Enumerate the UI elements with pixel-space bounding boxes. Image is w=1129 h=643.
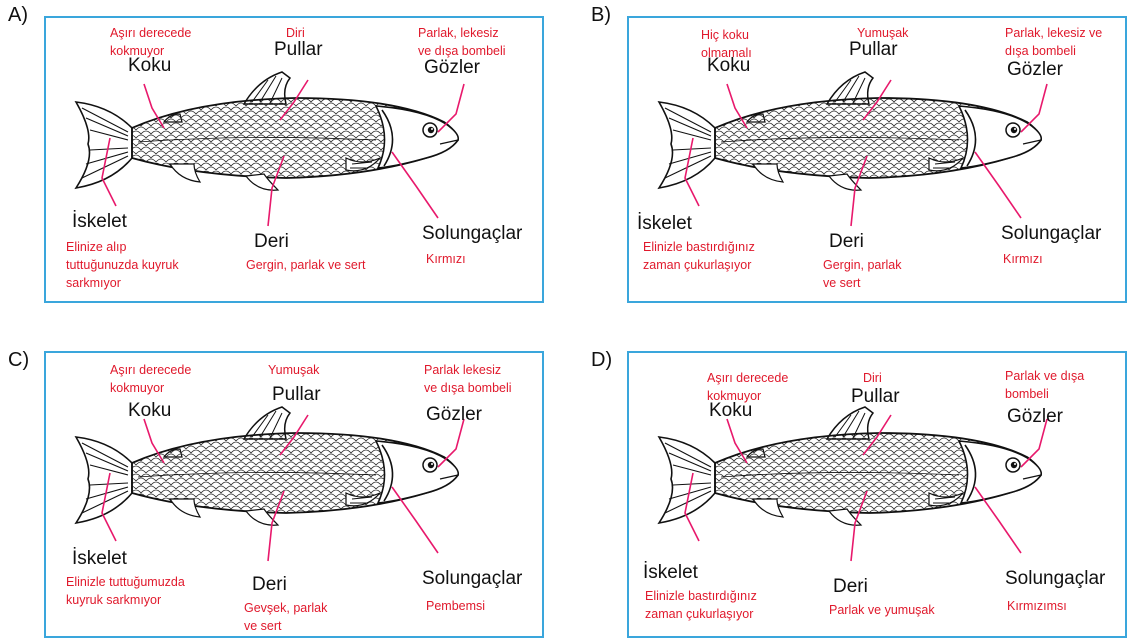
option-label-b: B)	[591, 4, 611, 27]
gills-description: Kırmızı	[1003, 250, 1043, 268]
skeleton-description: Elinizle tuttuğumuzda kuyruk sarkmıyor	[66, 573, 185, 609]
skin-label: Deri	[833, 577, 868, 598]
option-label-d: D)	[591, 349, 612, 372]
eyes-label: Gözler	[1007, 407, 1063, 428]
panel-a: Aşırı derecede kokmuyor Koku Diri Pullar…	[44, 16, 544, 303]
skin-description: Gergin, parlak ve sert	[246, 256, 366, 274]
gills-label: Solungaçlar	[422, 224, 522, 245]
gills-label: Solungaçlar	[422, 569, 522, 590]
gills-label: Solungaçlar	[1005, 569, 1105, 590]
gills-description: Kırmızımsı	[1007, 597, 1067, 615]
gills-label: Solungaçlar	[1001, 224, 1101, 245]
panel-b: Hiç koku olmamalı Koku Yumuşak Pullar Pa…	[627, 16, 1127, 303]
skin-label: Deri	[252, 575, 287, 596]
skeleton-label: İskelet	[643, 563, 698, 584]
scales-label: Pullar	[849, 40, 898, 61]
skin-label: Deri	[829, 232, 864, 253]
scales-label: Pullar	[272, 385, 321, 406]
skeleton-description: Elinizle bastırdığınız zaman çukurlaşıyo…	[643, 238, 755, 274]
smell-label: Koku	[128, 56, 171, 77]
eyes-description: Parlak, lekesiz ve dışa bombeli	[1005, 24, 1102, 60]
eyes-description: Parlak lekesiz ve dışa bombeli	[424, 361, 512, 397]
scales-description: Diri	[863, 369, 882, 387]
panel-d: Aşırı derecede kokmuyor Koku Diri Pullar…	[627, 351, 1127, 638]
eyes-description: Parlak ve dışa bombeli	[1005, 367, 1084, 403]
option-label-a: A)	[8, 4, 28, 27]
skeleton-label: İskelet	[637, 214, 692, 235]
smell-label: Koku	[709, 401, 752, 422]
scales-label: Pullar	[851, 387, 900, 408]
skin-description: Parlak ve yumuşak	[829, 601, 935, 619]
eyes-description: Parlak, lekesiz ve dışa bombeli	[418, 24, 506, 60]
gills-description: Kırmızı	[426, 250, 466, 268]
skeleton-label: İskelet	[72, 212, 127, 233]
scales-description: Yumuşak	[268, 361, 319, 379]
smell-label: Koku	[128, 401, 171, 422]
scales-label: Pullar	[274, 40, 323, 61]
eyes-label: Gözler	[424, 58, 480, 79]
skin-description: Gergin, parlak ve sert	[823, 256, 902, 292]
eyes-label: Gözler	[1007, 60, 1063, 81]
skeleton-description: Elinizle bastırdığınız zaman çukurlaşıyo…	[645, 587, 757, 623]
smell-description: Aşırı derecede kokmuyor	[110, 361, 191, 397]
gills-description: Pembemsi	[426, 597, 485, 615]
skin-label: Deri	[254, 232, 289, 253]
smell-label: Koku	[707, 56, 750, 77]
skin-description: Gevşek, parlak ve sert	[244, 599, 327, 635]
skeleton-label: İskelet	[72, 549, 127, 570]
skeleton-description: Elinize alıp tuttuğunuzda kuyruk sarkmıy…	[66, 238, 179, 292]
panel-c: Aşırı derecede kokmuyor Koku Yumuşak Pul…	[44, 351, 544, 638]
option-label-c: C)	[8, 349, 29, 372]
eyes-label: Gözler	[426, 405, 482, 426]
